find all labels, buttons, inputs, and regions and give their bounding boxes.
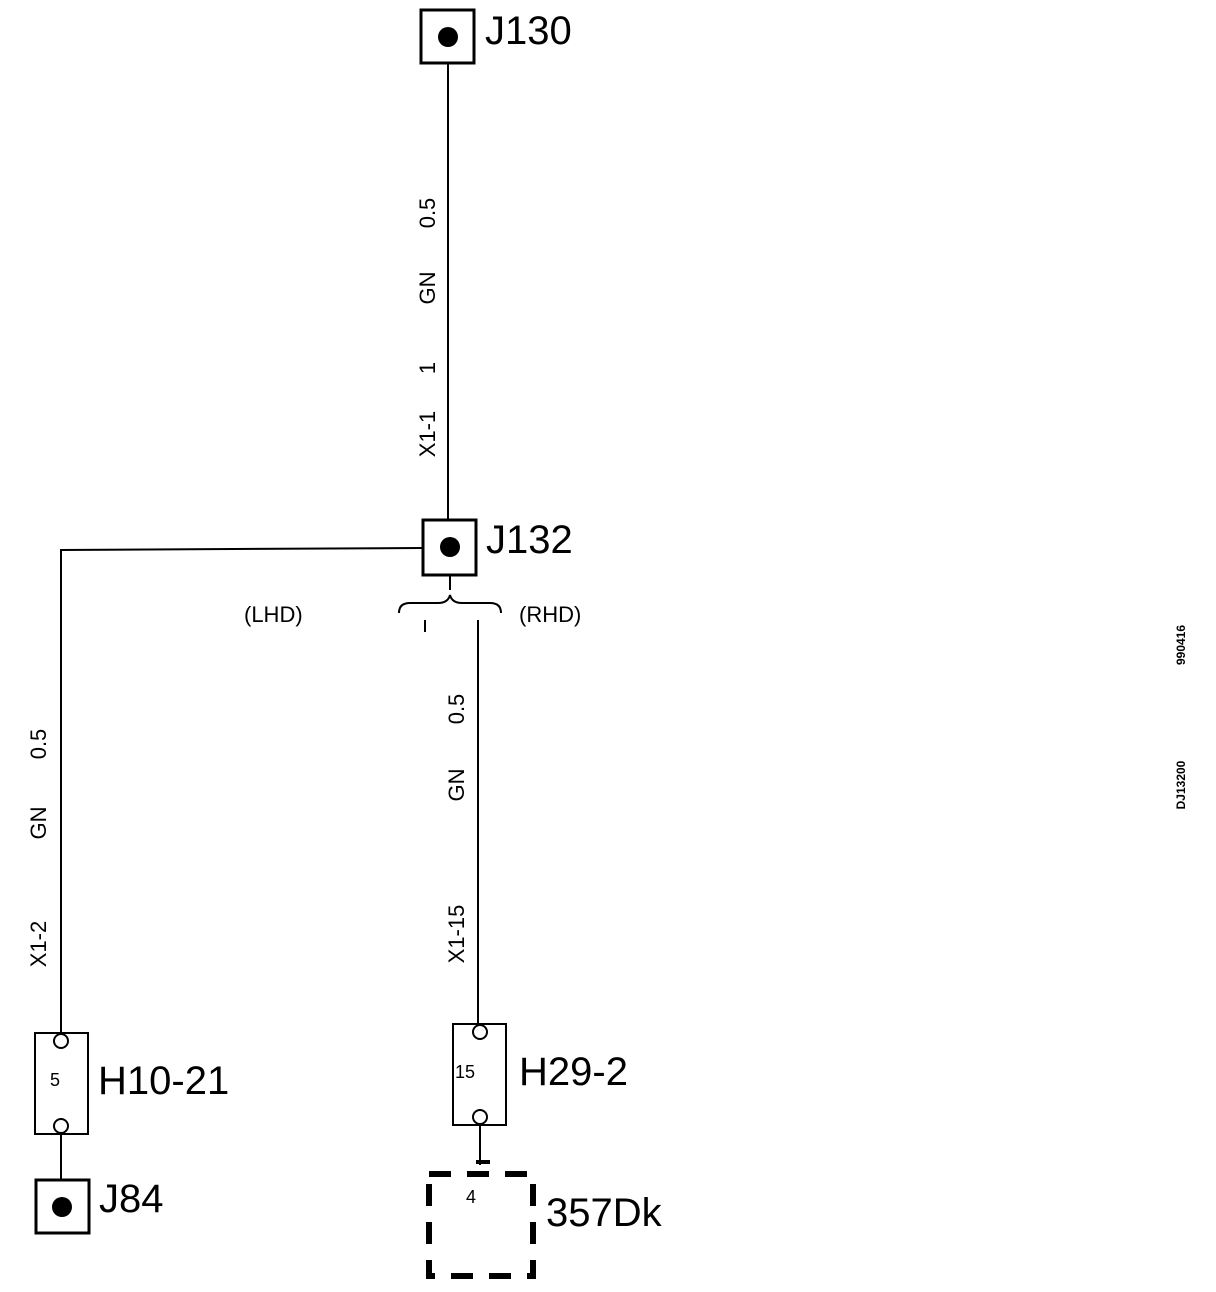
junction-j132: J132	[421, 518, 573, 577]
connector-h10-21-pin-top	[53, 1033, 69, 1049]
variant-brace	[398, 594, 502, 614]
wire-left	[60, 547, 424, 1033]
variant-rhd-label: (RHD)	[519, 602, 581, 627]
junction-j132-dot	[440, 537, 460, 557]
junction-j130-label: J130	[485, 9, 572, 53]
wire-left-color: GN	[26, 807, 51, 840]
wire-right-labels: 0.5 GN X1-15	[444, 694, 469, 964]
connector-h29-2-label: H29-2	[519, 1050, 628, 1094]
wire-top-size: 0.5	[415, 198, 440, 229]
wire-left-size: 0.5	[26, 729, 51, 760]
wire-right-color: GN	[444, 769, 469, 802]
wire-left-connector: X1-2	[26, 921, 51, 967]
connector-h29-2-pin-number: 15	[455, 1062, 475, 1082]
wire-top-connector: X1-1	[415, 411, 440, 457]
junction-j84: J84	[34, 1177, 164, 1235]
connector-h10-21-pin-number: 5	[50, 1070, 60, 1090]
wire-left-labels: 0.5 GN X1-2	[26, 729, 51, 968]
junction-j84-box	[34, 1178, 91, 1235]
connector-h29-2: 15 H29-2	[452, 1023, 628, 1126]
wire-right-size: 0.5	[444, 694, 469, 725]
connector-h29-2-pin-top	[472, 1024, 488, 1040]
drawing-code: DJ13200	[1174, 760, 1188, 809]
component-357dk-pin: 4	[466, 1187, 476, 1207]
date-code: 990416	[1174, 625, 1188, 665]
junction-j84-label: J84	[99, 1177, 164, 1221]
junction-j132-label: J132	[486, 518, 573, 562]
component-357dk-label: 357Dk	[546, 1191, 663, 1235]
connector-h10-21: 5 H10-21	[34, 1032, 229, 1135]
component-357dk: 4 357Dk	[426, 1171, 663, 1279]
variant-lhd-label: (LHD)	[244, 602, 303, 627]
component-357dk-box	[426, 1171, 536, 1279]
wire-top-labels: 0.5 GN 1 X1-1	[415, 198, 440, 458]
junction-j84-dot	[52, 1197, 72, 1217]
wire-top-pin: 1	[415, 362, 440, 374]
wire-top-color: GN	[415, 272, 440, 305]
connector-h29-2-pin-bottom	[472, 1109, 488, 1125]
connector-h10-21-pin-bottom	[53, 1118, 69, 1134]
wire-right-connector: X1-15	[444, 905, 469, 964]
connector-h10-21-label: H10-21	[98, 1059, 229, 1103]
junction-j130: J130	[419, 8, 572, 65]
connector-h10-21-box	[34, 1032, 89, 1135]
junction-j130-dot	[438, 27, 458, 47]
